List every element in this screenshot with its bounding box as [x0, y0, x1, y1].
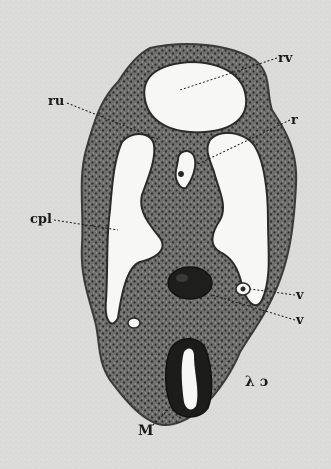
label-M: M: [138, 424, 154, 438]
vessel-left: [128, 318, 140, 328]
label-cpl: cpl: [30, 213, 52, 226]
cavity-rv: [144, 62, 246, 132]
label-v-lower: v: [296, 314, 304, 327]
notochord: [168, 267, 212, 299]
label-ru: ru: [48, 95, 64, 108]
central-dot: [178, 171, 184, 177]
label-v-upper: v: [296, 289, 304, 302]
label-rv: rv: [278, 52, 292, 65]
label-lambda: λ ɔ: [245, 375, 268, 389]
label-r: r: [291, 114, 298, 127]
